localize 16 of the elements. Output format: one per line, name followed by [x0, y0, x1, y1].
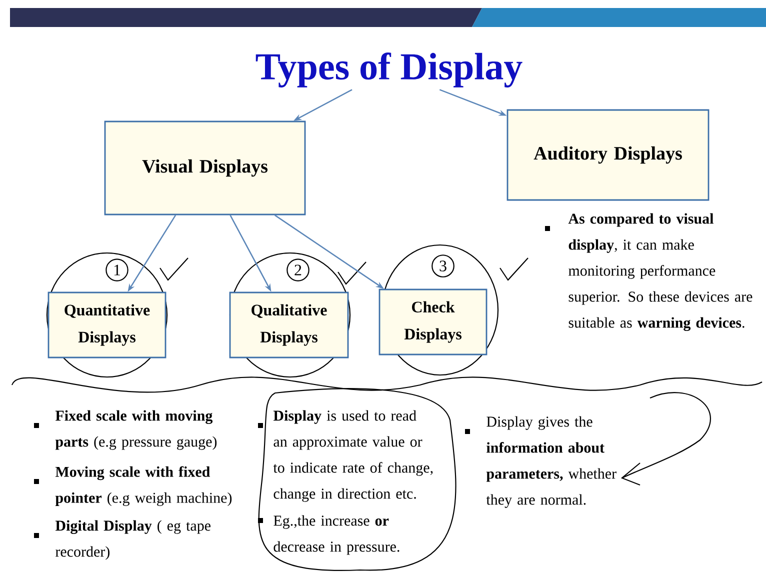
bullet-text: Display gives the information about parameters, whether they are normal.	[486, 416, 616, 508]
title-text: Types of Display	[256, 52, 522, 88]
bullet-text: Eg.,the increase or decrease in pressure.	[274, 515, 400, 555]
display-type-box: Qualitative Displays	[229, 292, 349, 358]
category-box: Visual Displays	[104, 120, 306, 216]
bullet-text: Digital Display ( eg tape recorder)	[55, 520, 210, 560]
bullet-text: Fixed scale with moving parts (e.g pressure gauge)	[55, 410, 217, 450]
note-text: As compared to visual display, it can make monitoring performance superior. So these devices are suitable as warning devices.	[568, 213, 752, 331]
circled-number: 2	[286, 258, 310, 282]
circled-number: 1	[106, 258, 128, 282]
display-type-box: Quantitative Displays	[48, 292, 166, 358]
display-type-box: Check Displays	[378, 288, 488, 356]
bullet-text: Display is used to read an approximate value or to indicate rate of change, change in direction etc.	[273, 410, 433, 502]
circled-number: 3	[432, 254, 454, 278]
bullet-text: Moving scale with fixed pointer (e.g weigh machine)	[55, 466, 232, 506]
category-box: Auditory Displays	[506, 109, 710, 201]
